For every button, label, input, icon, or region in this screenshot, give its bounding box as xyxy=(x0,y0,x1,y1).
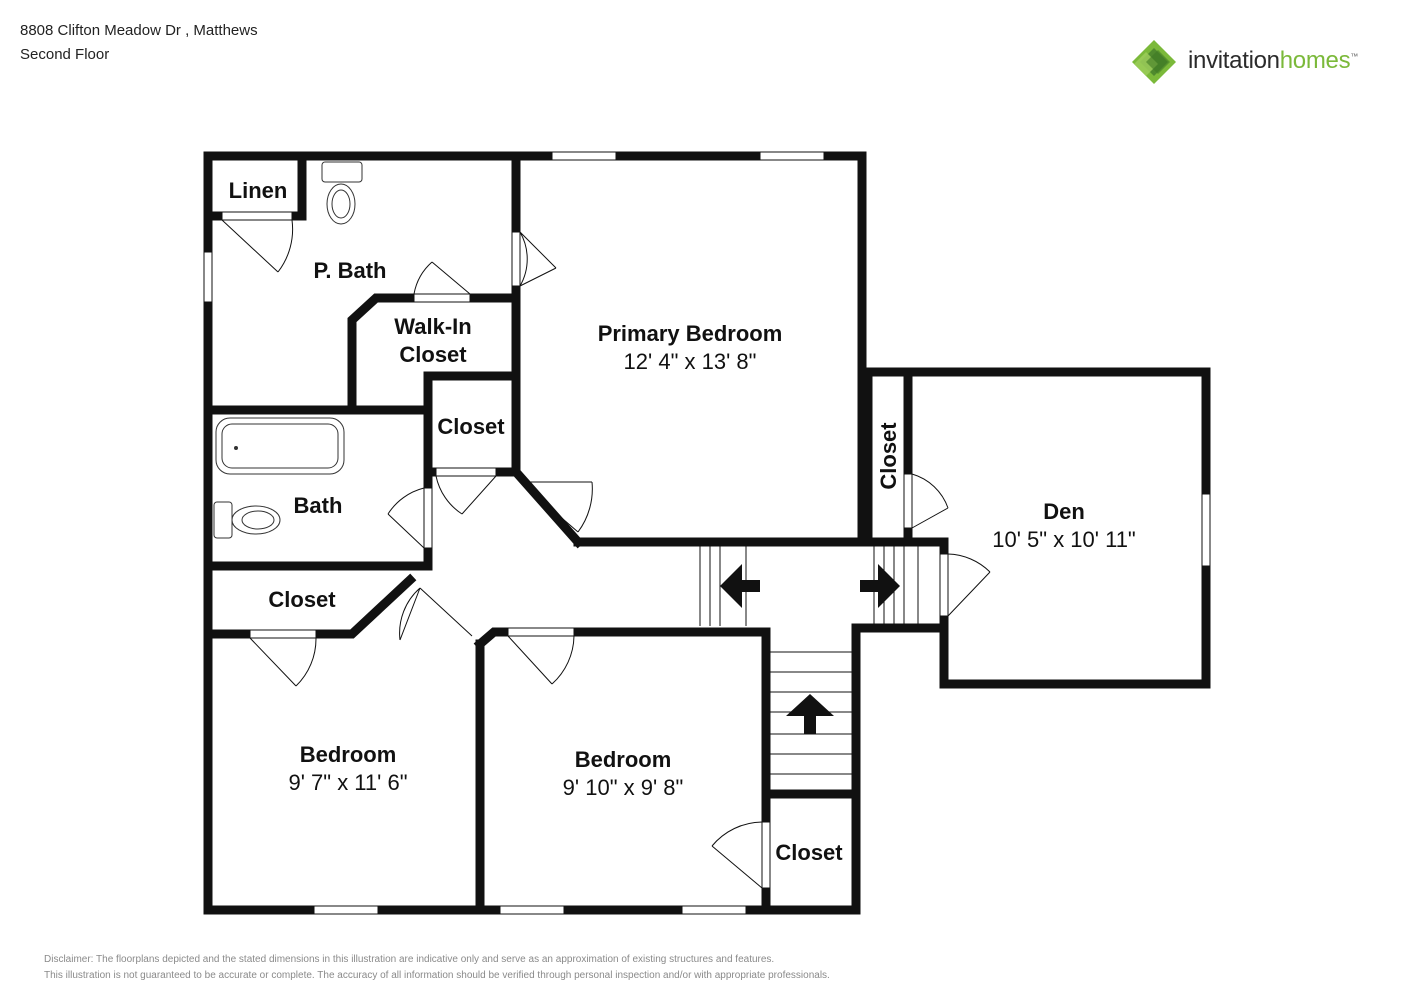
window xyxy=(759,151,825,161)
doors xyxy=(221,211,991,889)
room-label-primary-bedroom: Primary Bedroom xyxy=(598,321,783,346)
room-label-p-bath: P. Bath xyxy=(314,258,387,283)
invitation-homes-logo: invitationhomes™ xyxy=(1128,38,1388,88)
arrow-up-icon xyxy=(786,694,834,734)
disclaimer-line-2: This illustration is not guaranteed to b… xyxy=(44,970,830,981)
toilet-tank xyxy=(321,161,363,183)
logo-diamond-icon xyxy=(1132,40,1176,84)
room-dims-primary-bedroom: 12' 4" x 13' 8" xyxy=(624,349,757,374)
room-label-bath: Bath xyxy=(294,493,343,518)
door-opening xyxy=(221,211,293,221)
door-opening xyxy=(413,293,471,303)
room-dims-bedroom-mid: 9' 10" x 9' 8" xyxy=(563,775,684,800)
window xyxy=(1201,493,1211,567)
door-opening xyxy=(903,473,913,529)
arrow-right-icon xyxy=(860,564,900,608)
floor-label: Second Floor xyxy=(20,46,110,63)
property-address: 8808 Clifton Meadow Dr , Matthews xyxy=(20,22,258,39)
disclaimer-line-1: Disclaimer: The floorplans depicted and … xyxy=(44,954,775,965)
door-swing xyxy=(911,473,949,529)
window xyxy=(313,905,379,915)
door-opening xyxy=(761,821,771,889)
door-swing xyxy=(947,553,991,617)
door-swing xyxy=(518,231,557,288)
logo-word-homes: homes xyxy=(1279,47,1351,74)
window xyxy=(203,251,213,303)
door-swing xyxy=(507,635,575,685)
room-label-closet-center: Closet xyxy=(437,414,505,439)
door-swing xyxy=(711,821,763,889)
room-label-bedroom-mid: Bedroom xyxy=(575,747,672,772)
room-labels: Linen P. Bath Walk-In Closet Closet Prim… xyxy=(229,178,1136,865)
door-swing xyxy=(519,481,593,533)
arrow-left-icon xyxy=(720,564,760,608)
room-label-den: Den xyxy=(1043,499,1085,524)
toilet-tank xyxy=(213,501,233,539)
pbath-primary-wall xyxy=(511,151,585,549)
door-opening xyxy=(511,231,521,287)
den-wall xyxy=(863,367,1211,689)
door-opening xyxy=(507,627,575,637)
door-opening xyxy=(435,467,497,477)
door-swing xyxy=(221,219,294,273)
room-label-bedroom-left: Bedroom xyxy=(300,742,397,767)
room-dims-bedroom-left: 9' 7" x 11' 6" xyxy=(288,770,407,795)
door-swing xyxy=(413,261,471,295)
logo-wordmark: invitationhomes™ xyxy=(1188,47,1358,75)
door-swing xyxy=(435,475,497,515)
door-opening xyxy=(939,553,949,617)
room-label-linen: Linen xyxy=(229,178,288,203)
room-label-walk-in: Walk-In xyxy=(394,314,471,339)
window xyxy=(551,151,617,161)
room-label-closet-den: Closet xyxy=(876,422,901,490)
windows xyxy=(203,151,1211,915)
door-swing xyxy=(387,487,425,549)
logo-trademark: ™ xyxy=(1350,52,1358,61)
door-swing xyxy=(249,637,317,687)
room-dims-den: 10' 5" x 10' 11" xyxy=(992,527,1135,552)
door-swing xyxy=(399,587,473,641)
room-label-walk-in-closet: Closet xyxy=(399,342,467,367)
window xyxy=(499,905,565,915)
window xyxy=(681,905,747,915)
fixtures xyxy=(213,161,363,539)
outer-wall-left xyxy=(203,151,861,915)
door-opening xyxy=(249,629,317,639)
logo-word-invitation: invitation xyxy=(1188,47,1280,74)
room-label-closet-stair: Closet xyxy=(775,840,843,865)
door-opening xyxy=(423,487,433,549)
bedroom-mid-top xyxy=(473,627,771,651)
stair-arrows xyxy=(720,564,900,734)
room-label-closet-hall: Closet xyxy=(268,587,336,612)
outer-wall xyxy=(203,151,867,545)
